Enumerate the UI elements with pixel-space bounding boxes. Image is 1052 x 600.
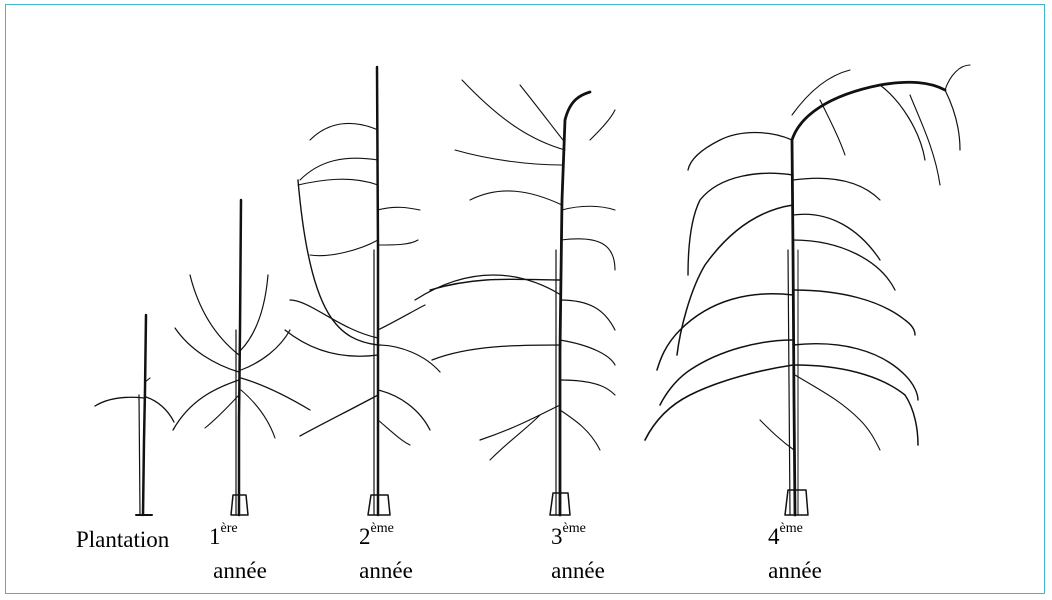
figure-frame <box>5 4 1045 594</box>
tree-year-4 <box>644 64 971 517</box>
tree-year-1 <box>172 198 311 517</box>
label-plantation: Plantation <box>76 527 170 552</box>
label-year-1: 1ère année <box>209 521 267 583</box>
tree-year-2 <box>284 65 441 517</box>
tree-year-3 <box>414 79 616 517</box>
label-year-4: 4ème année <box>768 521 822 583</box>
tree-plantation <box>94 313 175 517</box>
label-year-2: 2ème année <box>359 521 413 583</box>
label-year-3: 3ème année <box>551 521 605 583</box>
